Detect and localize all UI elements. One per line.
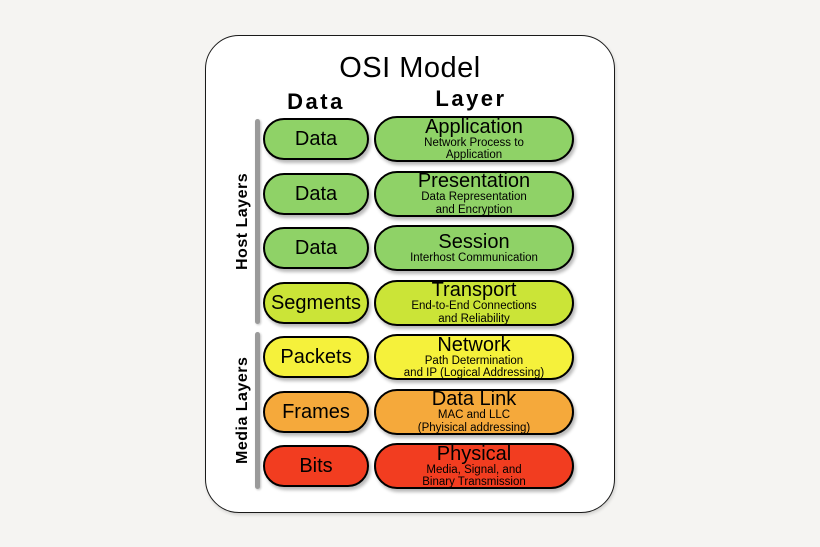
layer-title: Application — [425, 115, 523, 138]
layer-description: Media, Signal, and Binary Transmission — [422, 463, 526, 488]
media-layers-label: Media Layers — [234, 356, 251, 465]
host-layers-label: Host Layers — [234, 172, 251, 271]
osi-row-physical: Bits Physical Media, Signal, and Binary … — [263, 443, 574, 489]
layer-column-header: Layer — [435, 86, 507, 111]
layer-description: Interhost Communication — [410, 251, 538, 264]
layer-description: End-to-End Connections and Reliability — [411, 300, 537, 325]
pdu-pill: Data — [263, 118, 369, 160]
layer-pill: Presentation Data Representation and Enc… — [374, 170, 574, 217]
osi-row-transport: Segments Transport End-to-End Connection… — [263, 279, 574, 326]
data-column-header: Data — [287, 89, 345, 114]
layer-pill: Session Interhost Communication — [374, 225, 574, 271]
media-layers-group: Media Layers — [226, 332, 260, 489]
layer-description: Path Determination and IP (Logical Addre… — [403, 354, 545, 379]
layer-title: Network — [437, 333, 511, 356]
pdu-pill: Bits — [263, 445, 369, 487]
layer-pill: Application Network Process to Applicati… — [374, 116, 574, 162]
osi-rows: Data Application Network Process to Appl… — [263, 116, 574, 489]
diagram-title: OSI Model — [339, 52, 481, 84]
host-layers-bar — [255, 119, 260, 324]
layer-title: Transport — [431, 279, 517, 302]
layer-description: Data Representation and Encryption — [421, 191, 527, 216]
osi-row-application: Data Application Network Process to Appl… — [263, 116, 574, 162]
layer-pill: Data Link MAC and LLC (Phyisical address… — [374, 388, 574, 435]
layer-title: Data Link — [431, 388, 517, 411]
pdu-pill: Frames — [263, 390, 369, 433]
layer-title: Physical — [436, 442, 512, 465]
layer-description: MAC and LLC (Phyisical addressing) — [417, 409, 531, 434]
host-layers-group: Host Layers — [226, 119, 260, 324]
media-layers-bar — [255, 332, 260, 489]
layer-pill: Transport End-to-End Connections and Rel… — [374, 279, 574, 326]
pdu-pill: Segments — [263, 281, 369, 324]
diagram-card: OSI Model Data Layer Host Layers Media L… — [205, 35, 615, 513]
pdu-pill: Packets — [263, 336, 369, 378]
layer-description: Network Process to Application — [424, 136, 524, 161]
layer-title: Session — [438, 230, 510, 253]
pdu-pill: Data — [263, 172, 369, 215]
osi-row-data-link: Frames Data Link MAC and LLC (Phyisical … — [263, 388, 574, 435]
pdu-pill: Data — [263, 227, 369, 269]
osi-row-presentation: Data Presentation Data Representation an… — [263, 170, 574, 217]
osi-row-network: Packets Network Path Determination and I… — [263, 334, 574, 380]
layer-pill: Network Path Determination and IP (Logic… — [374, 334, 574, 380]
layer-pill: Physical Media, Signal, and Binary Trans… — [374, 443, 574, 489]
osi-row-session: Data Session Interhost Communication — [263, 225, 574, 271]
layer-title: Presentation — [417, 170, 531, 193]
